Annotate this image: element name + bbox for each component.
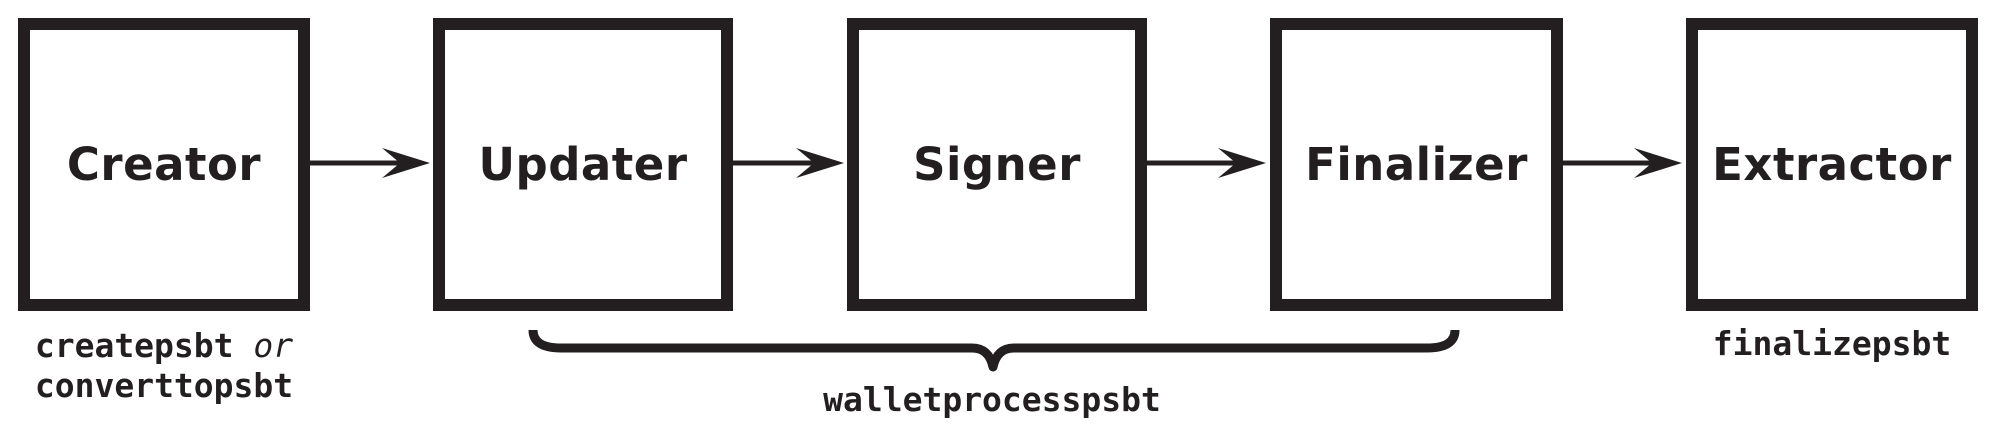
signer-box: Signer bbox=[847, 18, 1147, 311]
arrow-signer-to-finalizer-icon bbox=[1146, 148, 1266, 178]
creator-commands-note: createpsbt or converttopsbt bbox=[18, 326, 310, 406]
arrow-finalizer-to-extractor-icon bbox=[1562, 148, 1682, 178]
creator-box-label: Creator bbox=[66, 138, 262, 191]
signer-box-label: Signer bbox=[913, 138, 1081, 191]
updater-box-label: Updater bbox=[478, 138, 688, 191]
updater-box: Updater bbox=[433, 18, 733, 311]
walletprocesspsbt-brace-icon bbox=[528, 329, 1460, 372]
or-conjunction: or bbox=[253, 326, 294, 365]
converttopsbt-command: converttopsbt bbox=[34, 366, 294, 405]
creator-commands-line1: createpsbt or bbox=[18, 326, 310, 366]
extractor-box-label: Extractor bbox=[1712, 138, 1952, 191]
arrow-updater-to-signer-icon bbox=[732, 148, 844, 178]
arrow-creator-to-updater-icon bbox=[310, 148, 430, 178]
finalizer-box: Finalizer bbox=[1270, 18, 1563, 311]
creator-box: Creator bbox=[18, 18, 310, 311]
walletprocesspsbt-label: walletprocesspsbt bbox=[823, 380, 1161, 419]
extractor-box: Extractor bbox=[1686, 18, 1978, 311]
finalizepsbt-label: finalizepsbt bbox=[1712, 324, 1952, 363]
finalizer-box-label: Finalizer bbox=[1305, 138, 1528, 191]
createpsbt-command: createpsbt bbox=[34, 326, 234, 365]
